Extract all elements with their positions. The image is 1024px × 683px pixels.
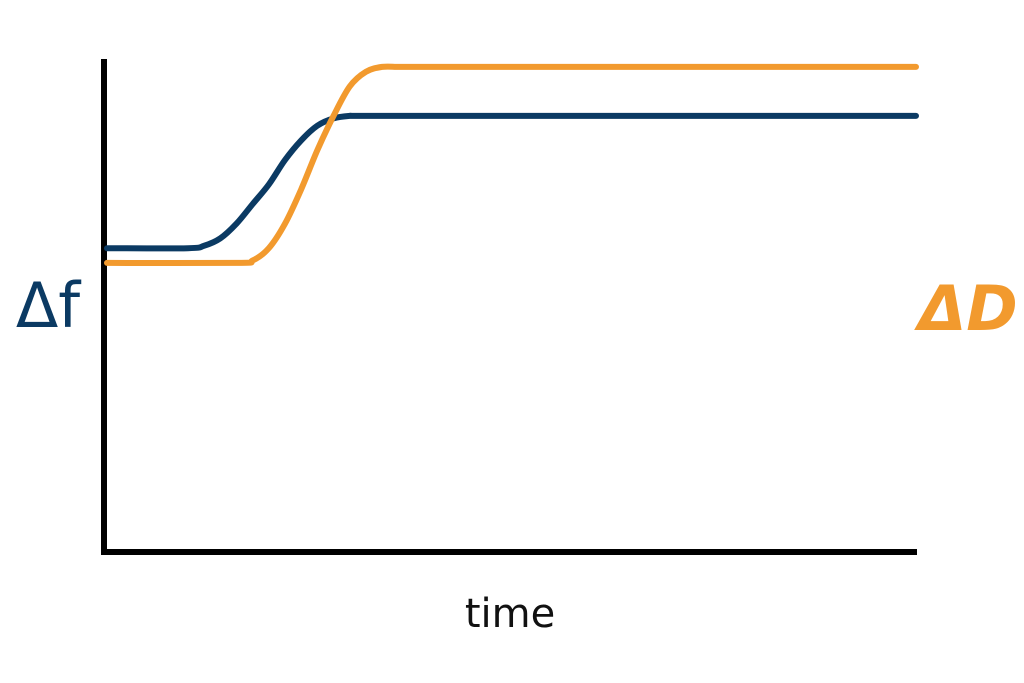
- x-axis-label: time: [465, 591, 555, 637]
- y2-axis-label: ΔD: [913, 272, 1017, 345]
- delta-d-line: [104, 63, 919, 267]
- delta-f-line: [104, 112, 919, 252]
- y-axis-label: Δf: [16, 269, 82, 342]
